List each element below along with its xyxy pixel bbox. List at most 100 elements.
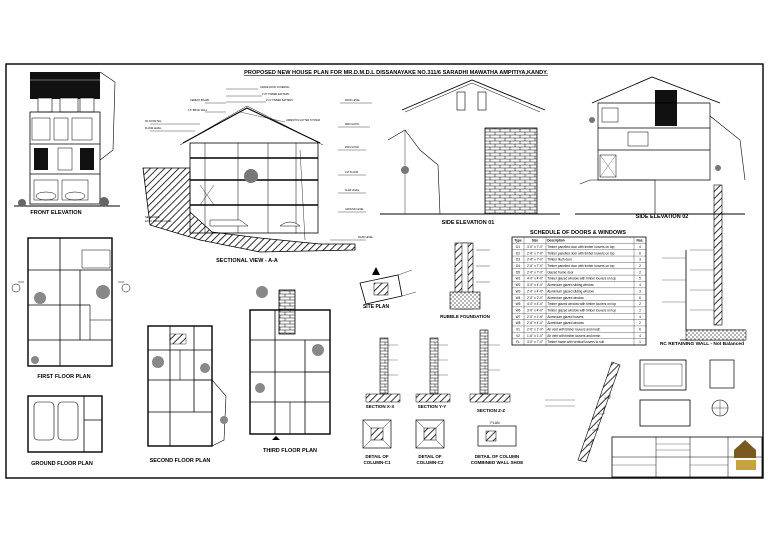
sectional-view: GRADE ROOF COVERING 2"x6" TIMBER RAFTERS… — [142, 86, 374, 253]
schedule-cell: 2'-6" x 7'-0" — [527, 264, 543, 268]
schedule-cell: 2'-0" x 7'-0" — [527, 270, 543, 274]
schedule-cell: 5 — [639, 277, 641, 281]
side-elevation-02 — [575, 76, 746, 215]
schedule-cell: W6 — [516, 308, 521, 312]
schedule-cell: 2 — [639, 302, 641, 306]
schedule-cell: W1 — [516, 277, 521, 281]
schedule-cell: D4 — [516, 264, 520, 268]
schedule-cell: D3 — [516, 258, 520, 262]
svg-text:GRADE ROOF COVERING: GRADE ROOF COVERING — [260, 86, 290, 89]
schedule-cell: 2'-0" x 1'-6" — [527, 315, 543, 319]
schedule-header-cell: Nos. — [637, 239, 644, 243]
label-side-elevation-02: SIDE ELEVATION 02 — [636, 214, 689, 220]
schedule-cell: 2'-0" x 1'-0" — [527, 328, 543, 332]
schedule-cell: 3'-0" x 4'-0" — [527, 308, 543, 312]
svg-text:RC DOOR SILL: RC DOOR SILL — [145, 120, 163, 123]
schedule-cell: Aluminium glazed window — [547, 321, 584, 325]
section-y-y — [415, 337, 451, 403]
schedule-header-cell: Description — [547, 239, 565, 243]
schedule-cell: Aluminium glazed window — [547, 296, 584, 300]
schedule-cell: 2'-0" x 4'-0" — [527, 289, 543, 293]
schedule-cell: 1'-6" x 1'-0" — [527, 334, 543, 338]
schedule-cell: W2 — [516, 283, 521, 287]
schedule-cell: Glazed frame door — [547, 270, 574, 274]
schedule-cell: Timber glazed window with timber louvers… — [547, 308, 616, 312]
sheet-border — [5, 63, 764, 479]
schedule-cell: Timber panelled door with timber louvers… — [547, 251, 614, 255]
side-elevation-01 — [380, 79, 560, 215]
schedule-cell: W8 — [516, 321, 521, 325]
schedule-cell: V2 — [516, 334, 520, 338]
schedule-cell: 6 — [639, 296, 641, 300]
svg-text:SLAB LEVEL: SLAB LEVEL — [345, 189, 360, 192]
schedule-title: SCHEDULE OF DOORS & WINDOWS — [530, 230, 626, 236]
schedule-cell: Timber frame with vertical louvers to su… — [547, 340, 604, 344]
third-floor-plan — [249, 286, 331, 440]
rubble-foundation — [449, 242, 490, 310]
svg-text:ASBESTOS GUTTER SYSTEM: ASBESTOS GUTTER SYSTEM — [286, 119, 320, 122]
detail-column-c3: PLAN — [477, 421, 517, 447]
schedule-header-cell: Size — [532, 239, 539, 243]
schedule-cell: 1 — [639, 340, 641, 344]
svg-text:2ND FLOOR: 2ND FLOOR — [345, 146, 359, 149]
tank-detail — [639, 359, 735, 427]
schedule-cell: 4'-0" x 4'-0" — [527, 277, 543, 281]
section-x-x — [365, 337, 401, 403]
schedule-cell: 4 — [639, 334, 641, 338]
label-front-elevation: FRONT ELEVATION — [30, 210, 81, 216]
schedule-cell: Air vent with timber louvers and mesh — [547, 328, 600, 332]
schedule-cell: Aluminium glazed sliding window — [547, 283, 594, 287]
svg-text:EXIST. GROUND LEVEL: EXIST. GROUND LEVEL — [145, 220, 172, 223]
schedule-header-cell: Type — [514, 239, 521, 243]
svg-text:PLAN: PLAN — [490, 421, 500, 425]
schedule-cell: Aluminium glazed sliding window — [547, 289, 594, 293]
svg-text:NEW GRADE: NEW GRADE — [145, 216, 160, 219]
svg-text:FLOOR LEVEL: FLOOR LEVEL — [145, 127, 162, 130]
label-site-plan: SITE PLAN — [363, 304, 390, 310]
schedule-cell: D2 — [516, 251, 520, 255]
schedule-cell: 3 — [639, 258, 641, 262]
site-plan — [359, 267, 417, 305]
label-section-yy: SECTION Y-Y — [418, 404, 446, 409]
schedule-cell: FL — [516, 340, 520, 344]
schedule-cell: 4'-0" x 4'-0" — [527, 302, 543, 306]
svg-text:ROAD LEVEL: ROAD LEVEL — [358, 236, 374, 239]
svg-text:ROOF LEVEL: ROOF LEVEL — [345, 99, 361, 102]
front-elevation — [14, 71, 120, 207]
schedule-cell: Timber glazed window with timber louvers… — [547, 277, 616, 281]
label-section-zz: SECTION Z-Z — [477, 408, 505, 413]
schedule-cell: W4 — [516, 296, 521, 300]
schedule-cell: 2 — [639, 270, 641, 274]
schedule-cell: 3 — [639, 289, 641, 293]
svg-text:2"x6" TIMBER RAFTERS: 2"x6" TIMBER RAFTERS — [262, 93, 289, 96]
detail-column-c1 — [362, 419, 392, 449]
schedule-cell: 2'-6" x 7'-0" — [527, 258, 543, 262]
schedule-cell: 2 — [639, 321, 641, 325]
label-section-xx: SECTION X-X — [366, 404, 395, 409]
schedule-cell: Timber flush door — [547, 258, 573, 262]
schedule-cell: D1 — [516, 245, 520, 249]
svg-text:4.5" BRICK WALL: 4.5" BRICK WALL — [188, 109, 208, 112]
second-floor-plan — [147, 325, 228, 447]
schedule-cell: 2'-6" x 7'-0" — [527, 251, 543, 255]
schedule-cell: 4 — [639, 245, 641, 249]
retaining-wall-detail — [662, 184, 747, 341]
label-retaining-wall: RC RETAINING WALL - Not Balanced — [660, 341, 744, 347]
schedule-cell: Timber glazed window with timber louvers… — [547, 302, 616, 306]
schedule-cell: D5 — [516, 270, 520, 274]
schedule-cell: 6 — [639, 251, 641, 255]
svg-text:CEMENT BOARD: CEMENT BOARD — [190, 99, 209, 102]
stair-detail — [545, 361, 621, 463]
detail-column-c2 — [415, 419, 445, 449]
ground-floor-plan — [27, 395, 103, 453]
schedule-cell: 4 — [639, 283, 641, 287]
label-ground-floor: GROUND FLOOR PLAN — [31, 461, 93, 467]
schedule-cell: W7 — [516, 315, 521, 319]
schedule-cell: W3 — [516, 289, 521, 293]
schedule-cell: 2'-6" x 4'-0" — [527, 321, 543, 325]
title-block — [611, 436, 763, 478]
schedule-cell: Air vent with timber louvers and mesh — [547, 334, 600, 338]
